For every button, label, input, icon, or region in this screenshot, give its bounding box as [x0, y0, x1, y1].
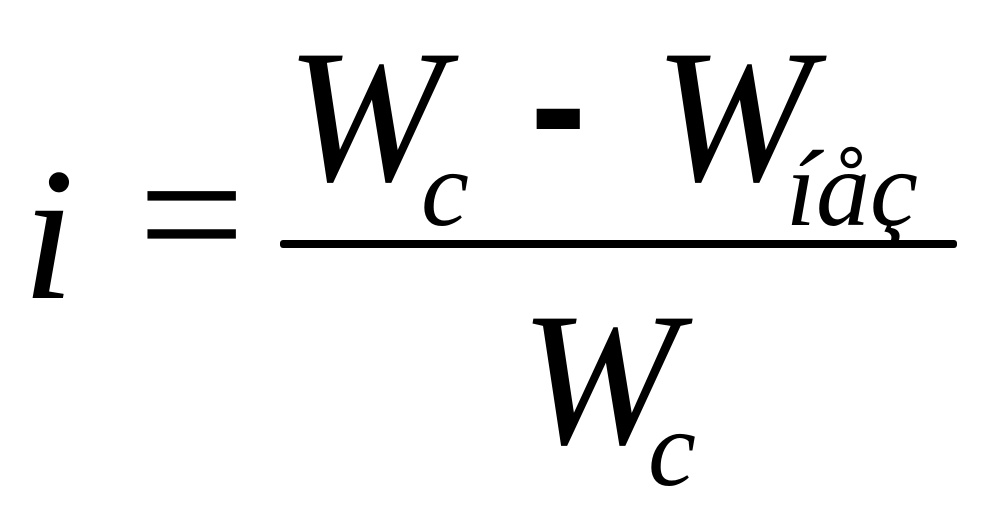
numerator-term2: W — [654, 12, 813, 222]
denominator-subscript: c — [648, 390, 696, 509]
numerator-term1: W — [286, 12, 445, 222]
denominator-term: W — [520, 275, 679, 485]
lhs-variable: i — [22, 130, 75, 340]
numerator-term2-subscript: íåç — [786, 130, 918, 249]
fraction-bar — [280, 240, 957, 248]
numerator-term1-subscript: c — [421, 130, 469, 249]
equals-sign: = — [138, 110, 246, 320]
minus-operator: - — [530, 10, 587, 200]
